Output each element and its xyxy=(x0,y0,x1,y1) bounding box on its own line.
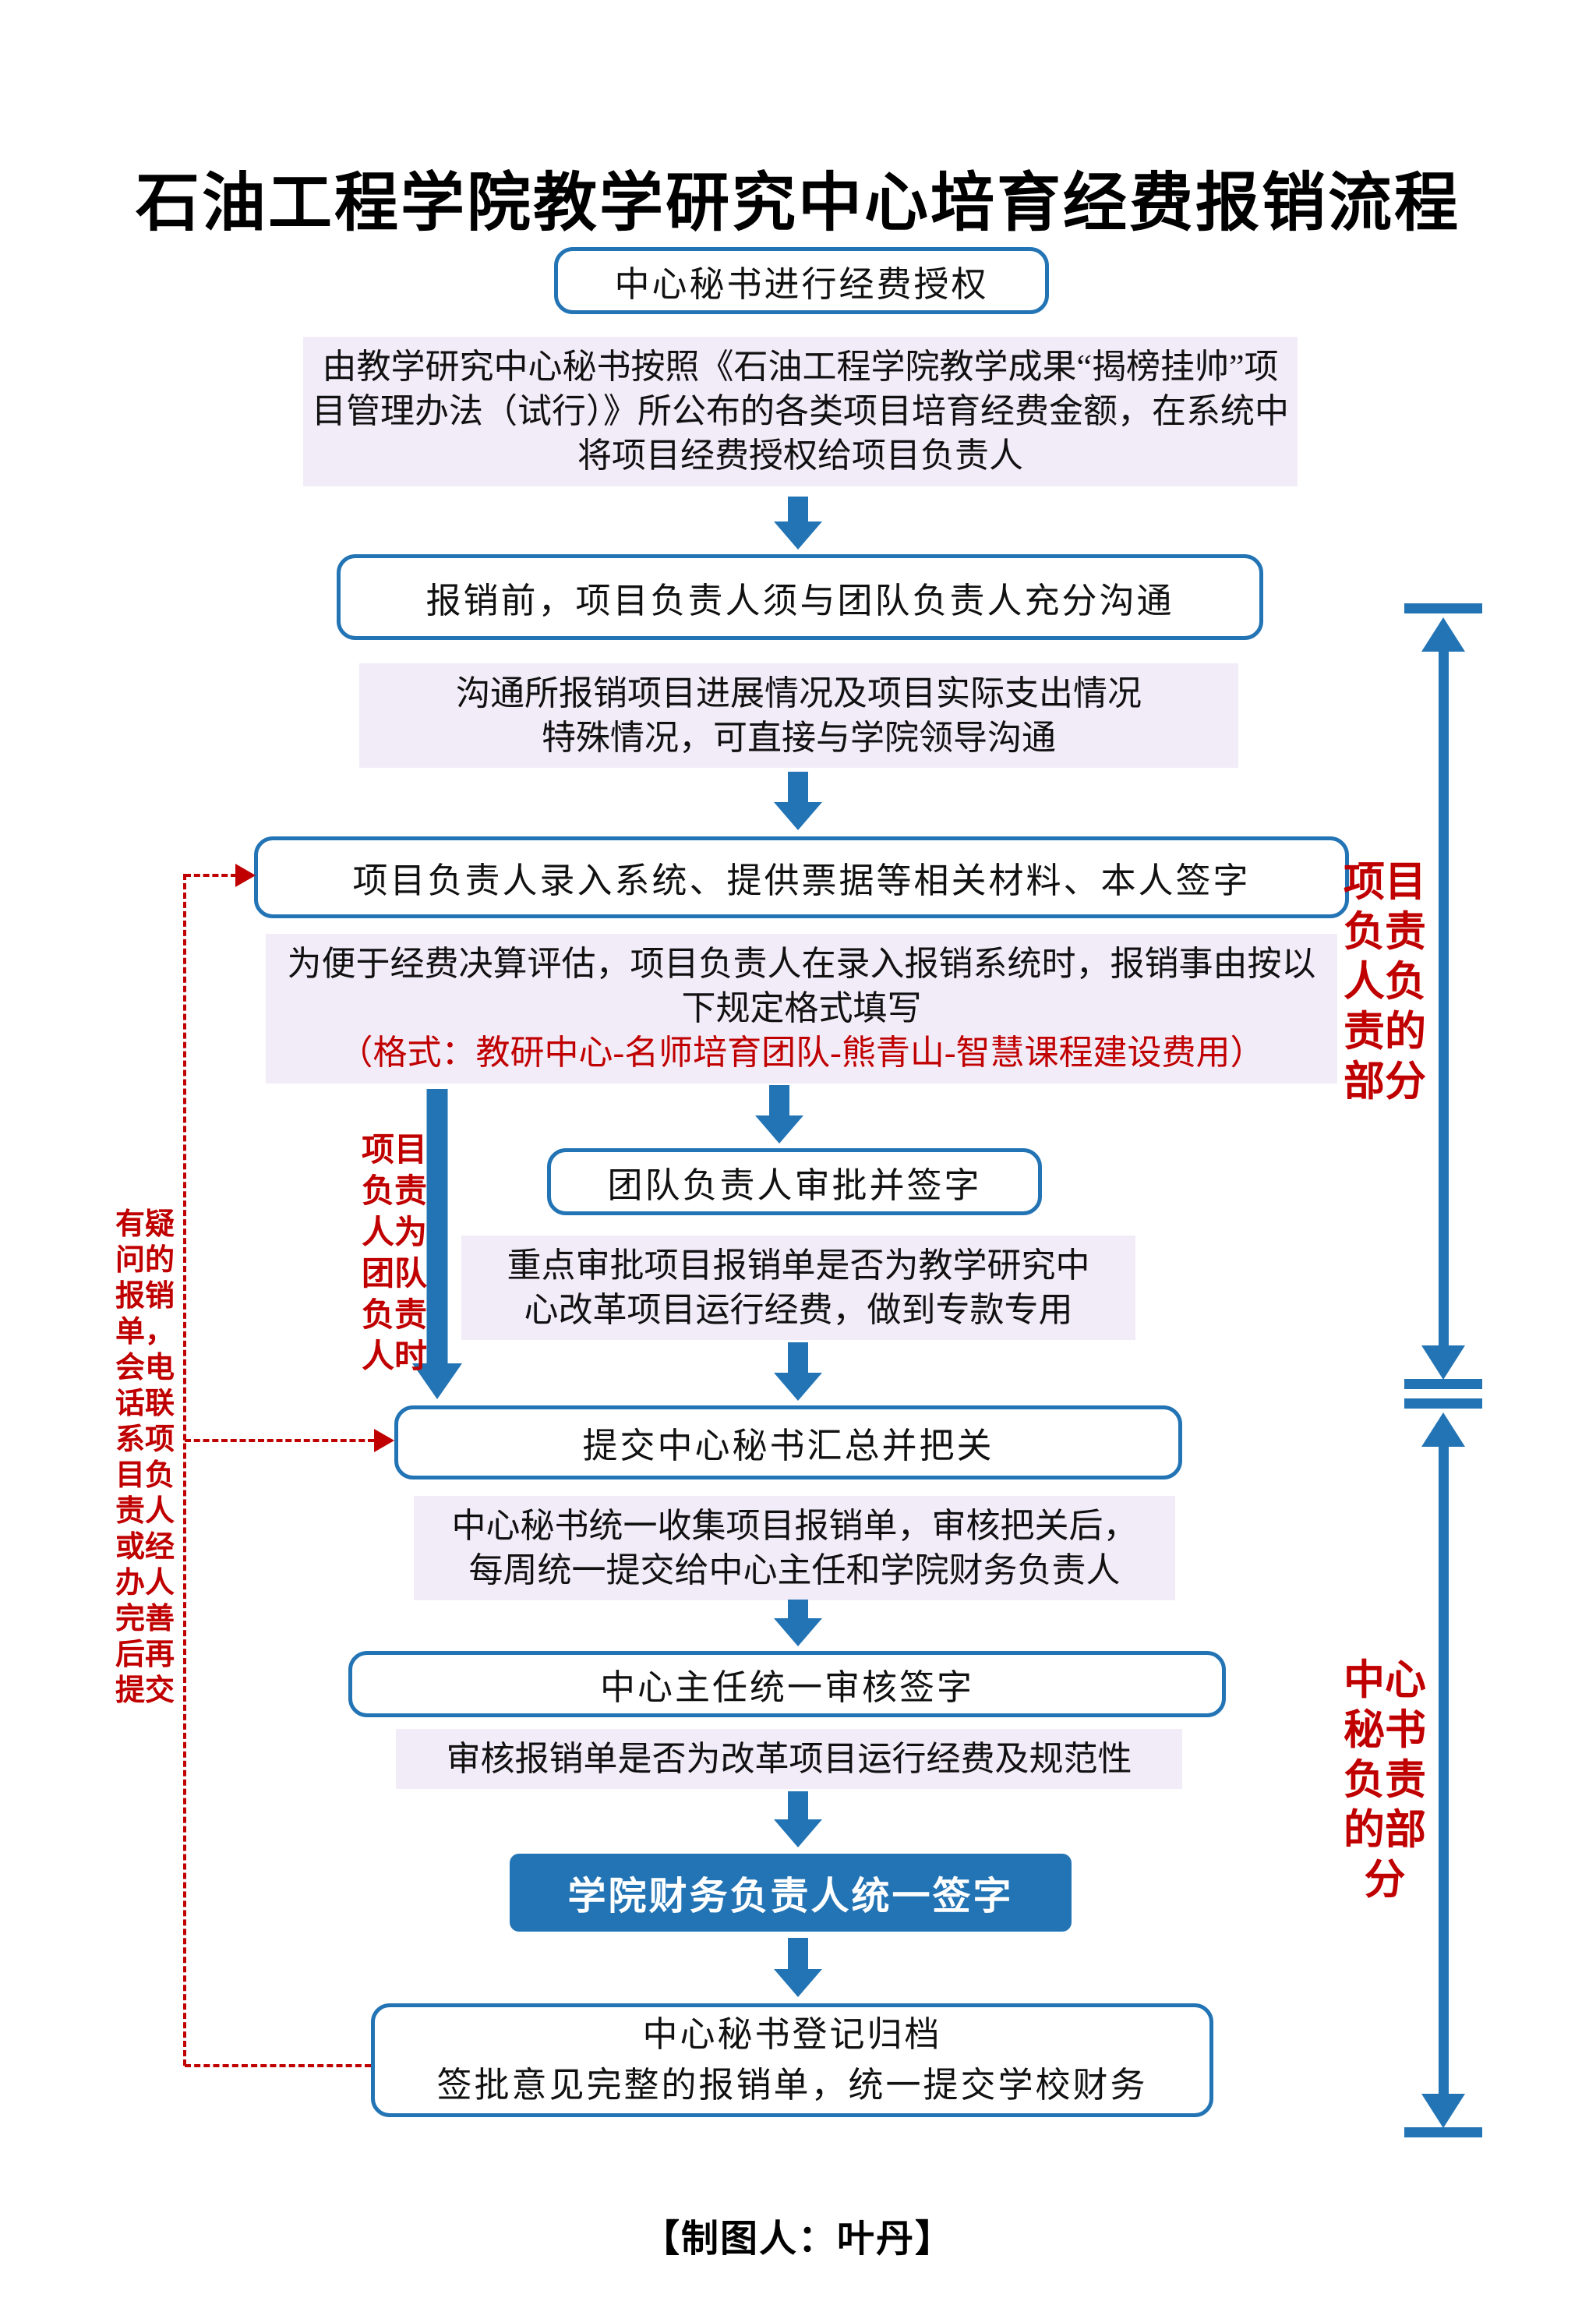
up-arrow-icon xyxy=(1421,617,1465,652)
step2-desc-line1: 沟通所报销项目进展情况及项目实际支出情况 xyxy=(456,674,1142,712)
step3-label: 项目负责人录入系统、提供票据等相关材料、本人签字 xyxy=(352,861,1251,900)
step2-box: 报销前，项目负责人须与团队负责人充分沟通 xyxy=(337,554,1263,640)
down-arrow-icon xyxy=(774,1342,822,1401)
step5-label: 提交中心秘书汇总并把关 xyxy=(582,1426,994,1465)
bracket-cap xyxy=(1404,2127,1482,2137)
down-arrow-icon xyxy=(774,1791,822,1847)
step6-label: 中心主任统一审核签字 xyxy=(599,1668,974,1707)
step7-label: 学院财务负责人统一签字 xyxy=(567,1875,1014,1918)
down-arrow-icon xyxy=(774,497,822,550)
branch-condition-label: 项目负责人为团队负责人时 xyxy=(361,1131,427,1374)
dashed-feedback-line-vertical xyxy=(183,874,186,2066)
bracket-cap xyxy=(1404,1379,1482,1389)
exception-note-label: 有疑问的报销单，会电话联系项目负责人或经办人完善后再提交 xyxy=(115,1208,175,1707)
credit-line: 【制图人：叶丹】 xyxy=(641,2218,954,2260)
down-arrow-icon xyxy=(774,1600,822,1646)
step7-finance-sign-box: 学院财务负责人统一签字 xyxy=(510,1854,1072,1932)
step5-desc-line1: 中心秘书统一收集项目报销单，审核把关后， xyxy=(451,1507,1138,1545)
down-arrow-icon xyxy=(774,772,822,830)
step1-desc: 由教学研究中心秘书按照《石油工程学院教学成果“揭榜挂帅”项目管理办法（试行）》所… xyxy=(303,337,1298,486)
project-leader-section-label: 项目负责人负责的部分 xyxy=(1344,859,1426,1105)
branch-bypass-arrow-icon xyxy=(412,1089,462,1399)
step4-desc-line1: 重点审批项目报销单是否为教学研究中 xyxy=(507,1246,1090,1285)
step8-box: 中心秘书登记归档 签批意见完整的报销单，统一提交学校财务 xyxy=(371,2003,1213,2117)
step4-label: 团队负责人审批并签字 xyxy=(607,1165,982,1205)
step3-desc: 为便于经费决算评估，项目负责人在录入报销系统时，报销事由按以下规定格式填写 （格… xyxy=(266,934,1337,1084)
page-title: 石油工程学院教学研究中心培育经费报销流程 xyxy=(135,167,1460,239)
step3-desc-text: 为便于经费决算评估，项目负责人在录入报销系统时，报销事由按以下规定格式填写 xyxy=(287,945,1316,1028)
step4-desc: 重点审批项目报销单是否为教学研究中 心改革项目运行经费，做到专款专用 xyxy=(461,1236,1135,1341)
step1-label: 中心秘书进行经费授权 xyxy=(614,264,989,304)
dashed-arrowhead-icon xyxy=(235,864,256,887)
dashed-feedback-line-from-step8 xyxy=(185,2064,371,2067)
step6-box: 中心主任统一审核签字 xyxy=(348,1651,1226,1717)
step2-desc-line2: 特殊情况，可直接与学院领导沟通 xyxy=(542,719,1056,758)
dashed-arrowhead-icon xyxy=(374,1429,394,1452)
bracket-shaft xyxy=(1439,1442,1449,2097)
step4-box: 团队负责人审批并签字 xyxy=(547,1148,1042,1215)
bracket-shaft xyxy=(1439,647,1449,1349)
down-arrow-icon xyxy=(774,1938,822,1997)
step5-desc: 中心秘书统一收集项目报销单，审核把关后， 每周统一提交给中心主任和学院财务负责人 xyxy=(414,1496,1175,1601)
step6-desc: 审核报销单是否为改革项目运行经费及规范性 xyxy=(396,1729,1182,1790)
step1-box: 中心秘书进行经费授权 xyxy=(554,247,1049,314)
step8-label: 中心秘书登记归档 xyxy=(642,2014,942,2054)
up-arrow-icon xyxy=(1421,1412,1465,1447)
step5-box: 提交中心秘书汇总并把关 xyxy=(394,1405,1182,1480)
bracket-cap xyxy=(1404,1398,1482,1409)
step3-desc-format-note: （格式：教研中心-名师培育团队-熊青山-智慧课程建设费用） xyxy=(338,1034,1265,1073)
step8-desc: 签批意见完整的报销单，统一提交学校财务 xyxy=(436,2066,1148,2105)
dashed-feedback-line-to-step5 xyxy=(185,1439,374,1442)
step2-label: 报销前，项目负责人须与团队负责人充分沟通 xyxy=(425,581,1174,620)
down-arrow-icon xyxy=(755,1085,803,1144)
step4-desc-line2: 心改革项目运行经费，做到专款专用 xyxy=(524,1291,1073,1330)
step3-box: 项目负责人录入系统、提供票据等相关材料、本人签字 xyxy=(254,836,1349,918)
down-arrow-icon xyxy=(1421,1345,1465,1380)
bracket-cap xyxy=(1404,603,1482,613)
down-arrow-icon xyxy=(1421,2094,1465,2128)
dashed-feedback-line-to-step3 xyxy=(185,874,237,877)
step5-desc-line2: 每周统一提交给中心主任和学院财务负责人 xyxy=(468,1551,1121,1590)
center-secretary-section-label: 中心秘书负责的部分 xyxy=(1344,1657,1426,1903)
step2-desc: 沟通所报销项目进展情况及项目实际支出情况 特殊情况，可直接与学院领导沟通 xyxy=(359,663,1238,769)
